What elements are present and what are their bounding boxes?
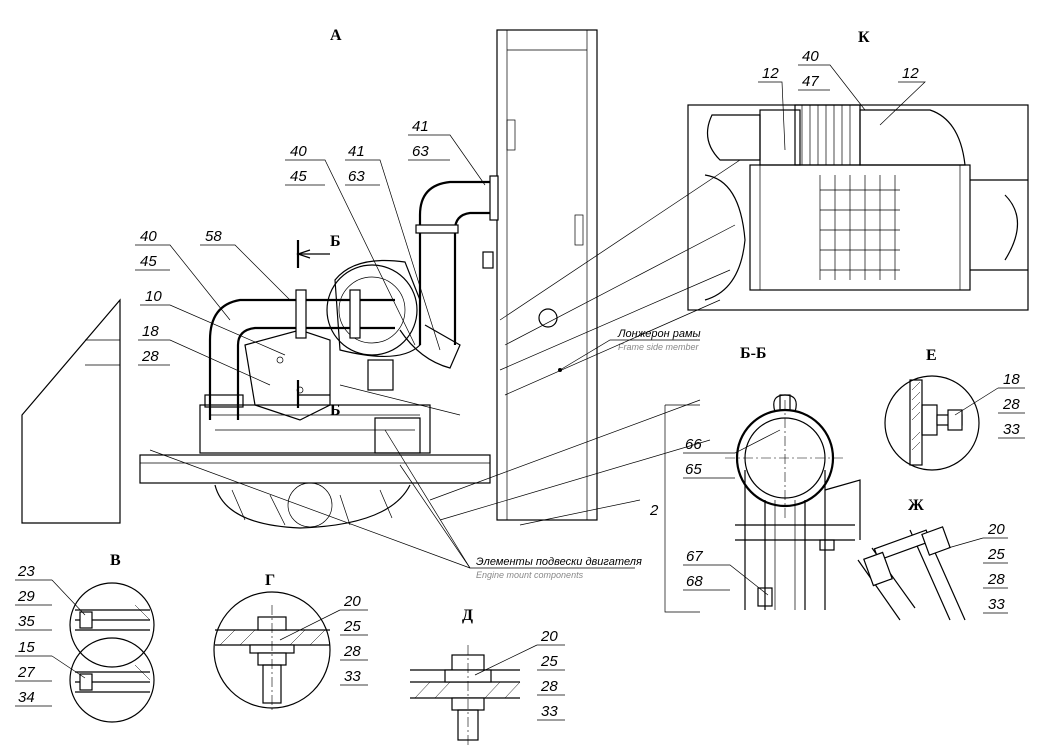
svg-text:Лонжерон рамы: Лонжерон рамы (617, 328, 701, 340)
svg-text:45: 45 (290, 168, 307, 185)
svg-text:41: 41 (412, 118, 429, 135)
view-e-circle (884, 375, 980, 471)
callout-58: 58 (200, 228, 291, 301)
view-label-k: К (858, 29, 870, 46)
view-e: Е 18 28 33 (884, 347, 1025, 471)
svg-text:65: 65 (685, 461, 702, 478)
svg-text:23: 23 (17, 563, 35, 580)
svg-text:25: 25 (987, 546, 1005, 563)
svg-text:25: 25 (343, 618, 361, 635)
view-v-lower-circle (69, 637, 155, 723)
callout-41-63-upper: 41 63 (408, 118, 486, 186)
callout-zh-20-25-28-33: 20 25 28 33 (947, 521, 1008, 614)
svg-text:12: 12 (902, 65, 919, 82)
view-v-upper-circle (69, 582, 155, 668)
svg-text:Элементы подвески двигателя: Элементы подвески двигателя (476, 556, 642, 568)
view-zh: Ж 20 25 28 33 (857, 497, 1008, 621)
svg-text:63: 63 (348, 168, 365, 185)
svg-text:Engine mount components: Engine mount components (476, 570, 584, 580)
svg-text:12: 12 (762, 65, 779, 82)
view-d: Д 20 25 28 33 (410, 607, 565, 745)
section-mark-b-top: Б (330, 233, 341, 250)
view-g: Г 20 25 28 33 (213, 572, 368, 712)
view-label-bb: Б-Б (740, 345, 766, 362)
callout-k-40-47: 40 47 (798, 48, 866, 111)
svg-text:18: 18 (1003, 371, 1020, 388)
intake-pipe-right (418, 180, 495, 345)
svg-text:45: 45 (140, 253, 157, 270)
view-k-air-cleaner: К 40 47 12 12 (687, 29, 1029, 311)
svg-text:33: 33 (541, 703, 558, 720)
section-mark-b-bottom: Б (330, 402, 341, 419)
callout-40-45-top: 40 45 (285, 143, 416, 346)
view-label-a: А (330, 27, 342, 44)
view-label-zh: Ж (908, 497, 924, 514)
callout-10: 10 (140, 288, 286, 356)
air-cleaner-housing (326, 264, 418, 356)
svg-text:20: 20 (987, 521, 1005, 538)
svg-text:15: 15 (18, 639, 35, 656)
view-v: В 23 29 35 15 27 34 (15, 552, 155, 723)
svg-text:40: 40 (290, 143, 307, 160)
svg-text:28: 28 (1002, 396, 1020, 413)
svg-text:33: 33 (988, 596, 1005, 613)
svg-text:67: 67 (686, 548, 703, 565)
svg-text:34: 34 (18, 689, 35, 706)
callout-18-28: 18 28 (138, 323, 271, 386)
callout-41-63-lower: 41 63 (345, 143, 441, 351)
svg-text:18: 18 (142, 323, 159, 340)
frame-side-member (496, 29, 598, 521)
intake-pipe-left (208, 298, 395, 420)
view-label-d: Д (462, 607, 473, 624)
callout-v-15-27-34: 15 27 34 (15, 639, 86, 707)
svg-text:28: 28 (343, 643, 361, 660)
engine-block (199, 404, 431, 454)
callout-bb-2: 2 (649, 502, 659, 519)
svg-text:10: 10 (145, 288, 162, 305)
svg-text:29: 29 (17, 588, 35, 605)
cab-outline (21, 298, 121, 524)
svg-text:68: 68 (686, 573, 703, 590)
main-view-a: А (21, 27, 741, 580)
svg-text:33: 33 (1003, 421, 1020, 438)
view-label-g: Г (265, 572, 275, 589)
svg-text:33: 33 (344, 668, 361, 685)
svg-text:41: 41 (348, 143, 365, 160)
svg-text:28: 28 (141, 348, 159, 365)
callout-v-23-29-35: 23 29 35 (15, 563, 86, 631)
callout-bb-67-68: 67 68 (683, 548, 769, 596)
svg-text:20: 20 (540, 628, 558, 645)
crossmember (139, 454, 491, 484)
view-label-v: В (110, 552, 121, 569)
callout-d-20-25-28-33: 20 25 28 33 (474, 628, 565, 721)
svg-text:47: 47 (802, 73, 819, 90)
svg-text:66: 66 (685, 436, 702, 453)
svg-text:25: 25 (540, 653, 558, 670)
callout-e-18-28-33: 18 28 33 (954, 371, 1025, 439)
filter-element (749, 164, 971, 291)
note-mount-components: Элементы подвески двигателя Engine mount… (149, 429, 642, 580)
callout-40-45-left: 40 45 (135, 228, 231, 321)
svg-text:20: 20 (343, 593, 361, 610)
svg-text:Frame side member: Frame side member (618, 342, 700, 352)
callout-bb-66-65: 66 65 (683, 429, 781, 479)
callout-k-12-right: 12 (879, 65, 926, 126)
svg-text:28: 28 (987, 571, 1005, 588)
svg-text:40: 40 (140, 228, 157, 245)
callout-g-20-25-28-33: 20 25 28 33 (279, 593, 368, 686)
svg-text:63: 63 (412, 143, 429, 160)
svg-text:28: 28 (540, 678, 558, 695)
svg-text:27: 27 (17, 664, 35, 681)
callout-k-12-left: 12 (758, 65, 786, 151)
flywheel-housing (214, 484, 411, 529)
svg-text:58: 58 (205, 228, 222, 245)
svg-text:40: 40 (802, 48, 819, 65)
note-frame-side-member: Лонжерон рамы Frame side member (558, 328, 701, 372)
view-label-e: Е (926, 347, 937, 364)
section-b-b: Б-Б 66 65 67 68 2 (649, 345, 861, 613)
svg-text:35: 35 (18, 613, 35, 630)
